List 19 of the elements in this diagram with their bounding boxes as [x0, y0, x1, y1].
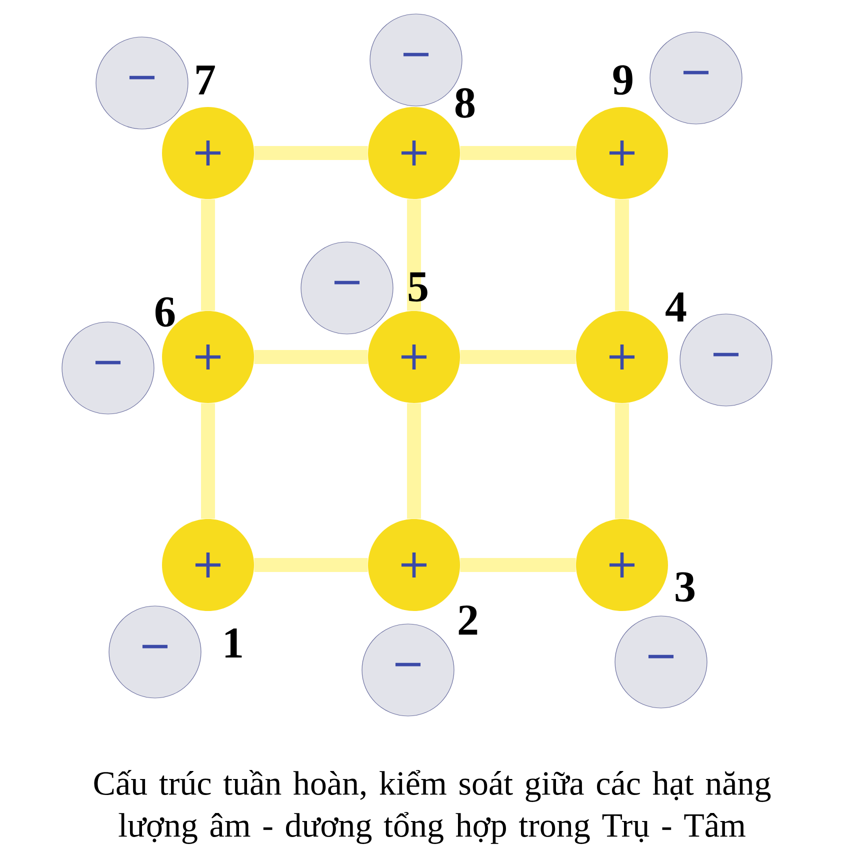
number-label: 1 [226, 628, 242, 658]
connector-bar [407, 199, 421, 311]
connector-bar [460, 350, 576, 364]
connector-bar [615, 199, 629, 311]
number-label: 2 [458, 605, 478, 635]
connector-bar [615, 403, 629, 519]
connector-bar [407, 403, 421, 519]
number-label: 5 [408, 272, 428, 302]
caption: Cấu trúc tuần hoàn, kiểm soát giữa các hạt năng lượng âm - dương tổng hợp trong Trụ - Tâm [94, 770, 771, 844]
connector-bar [254, 146, 368, 160]
connector-bar [254, 558, 368, 572]
number-label: 7 [196, 66, 215, 94]
number-label: 3 [676, 572, 694, 602]
connector-bar [254, 350, 368, 364]
number-label: 9 [613, 65, 632, 95]
connector-bar [460, 558, 576, 572]
connector-bar [201, 199, 215, 311]
connector-bar [460, 146, 576, 160]
connector-bar [201, 403, 215, 519]
